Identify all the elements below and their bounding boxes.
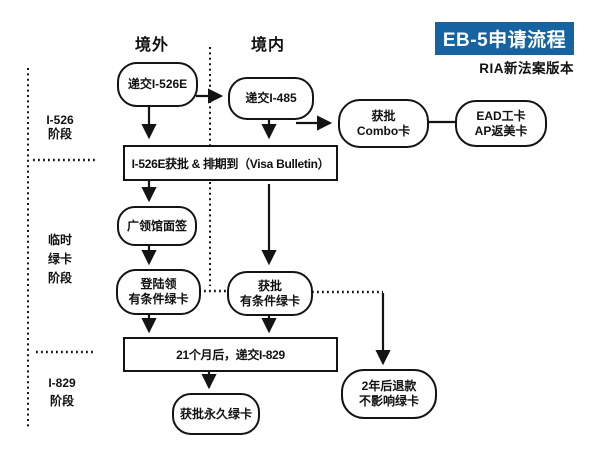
node-refund-note: 2年后退款 不影响绿卡: [341, 369, 437, 419]
node-consulate-interview: 广领馆面签: [117, 206, 197, 246]
stage-label-i526: I-526 阶段: [34, 113, 86, 141]
node-submit-i485: 递交I-485: [228, 77, 314, 120]
column-header-outside: 境外: [134, 37, 169, 54]
node-label: 递交I-526E: [127, 77, 188, 91]
node-label: EAD工卡: [476, 108, 526, 123]
node-label: 获批: [371, 108, 396, 123]
node-land-conditional-gc: 登陆领 有条件绿卡: [116, 269, 201, 315]
node-permanent-green-card: 获批永久绿卡: [172, 393, 260, 435]
node-label: 登陆领: [140, 277, 177, 291]
stage-label-line: I-526: [46, 113, 74, 127]
stage-label-i829: I-829 阶段: [36, 374, 88, 410]
node-label: 2年后退款: [361, 379, 417, 393]
node-label: 获批: [257, 278, 282, 293]
bar-label: 21个月后，递交I-829: [176, 348, 285, 362]
stage-label-temporary-gc: 临时 绿卡 阶段: [34, 231, 86, 288]
node-submit-i526e: 递交I-526E: [117, 62, 198, 107]
stage-label-line: I-829: [48, 376, 76, 390]
title-badge: EB-5申请流程: [435, 22, 574, 55]
node-label: 获批永久绿卡: [179, 406, 252, 421]
bar-i526e-approved: I-526E获批 & 排期到（Visa Bulletin）: [123, 145, 338, 181]
title-subtitle: RIA新法案版本: [479, 61, 574, 76]
stage-label-line: 阶段: [47, 271, 72, 285]
node-ead-ap-card: EAD工卡 AP返美卡: [455, 100, 547, 147]
node-label: 递交I-485: [245, 91, 297, 105]
node-combo-card: 获批 Combo卡: [338, 99, 429, 148]
bar-submit-i829: 21个月后，递交I-829: [123, 337, 338, 372]
bar-label: I-526E获批 & 排期到（Visa Bulletin）: [131, 156, 330, 171]
stage-label-line: 阶段: [49, 394, 74, 408]
node-label: 广领馆面签: [126, 218, 187, 233]
node-label: 不影响绿卡: [358, 394, 419, 408]
node-label: 有条件绿卡: [239, 293, 300, 308]
node-approved-conditional-gc: 获批 有条件绿卡: [227, 271, 313, 316]
node-label: 有条件绿卡: [128, 292, 189, 306]
stage-label-line: 阶段: [47, 127, 72, 141]
node-label: Combo卡: [356, 123, 411, 138]
stage-label-line: 绿卡: [47, 252, 72, 266]
node-label: AP返美卡: [474, 123, 528, 138]
stage-label-line: 临时: [47, 233, 72, 247]
column-header-inside: 境内: [250, 37, 285, 54]
